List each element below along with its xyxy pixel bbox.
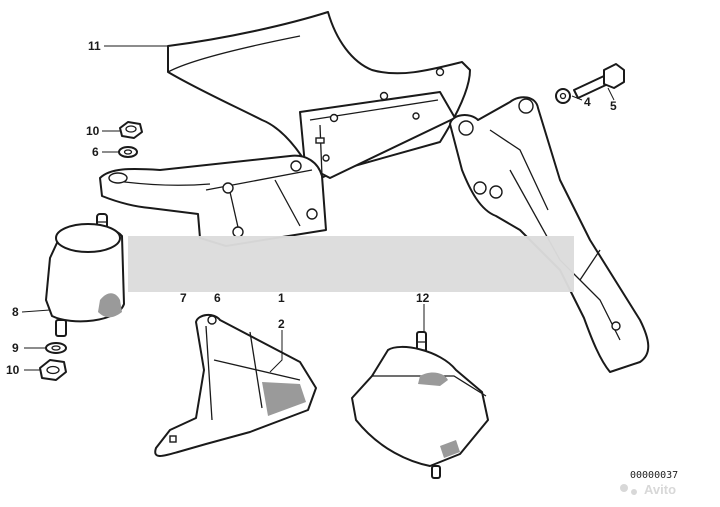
callout-8: 8 (12, 305, 19, 319)
reference-code: 00000037 (630, 470, 678, 481)
upper-nut (119, 121, 143, 139)
lower-rubber-mount (351, 331, 489, 479)
callout-7: 7 (180, 291, 187, 305)
callout-1: 1 (278, 291, 285, 305)
callout-2: 2 (278, 317, 285, 331)
upper-washer (118, 146, 138, 158)
right-support-arm (449, 96, 650, 373)
callout-12: 12 (416, 291, 430, 305)
mounting-bolt (573, 63, 625, 99)
lower-bracket (154, 314, 317, 457)
callout-10-upper: 10 (86, 124, 100, 138)
callout-4: 4 (584, 95, 591, 109)
watermark-text: Avito (644, 482, 676, 497)
callout-9: 9 (12, 341, 19, 355)
rubber-mount-cylinder (45, 213, 125, 337)
leader-lines (21, 45, 615, 373)
watermark-logo: Avito (620, 482, 676, 497)
callout-5: 5 (610, 99, 617, 113)
callouts: 11 10 6 8 9 10 4 5 7 6 1 2 12 (6, 39, 617, 377)
callout-6-upper: 6 (92, 145, 99, 159)
callout-10-lower: 10 (6, 363, 20, 377)
redaction-band (128, 236, 574, 292)
upper-engine-bracket (99, 154, 327, 247)
bolt-washer (555, 88, 571, 104)
lower-nut (39, 359, 67, 381)
callout-11: 11 (88, 39, 101, 53)
heat-shield-plate (167, 11, 471, 181)
callout-6-middle: 6 (214, 291, 221, 305)
lower-washer (45, 342, 67, 354)
